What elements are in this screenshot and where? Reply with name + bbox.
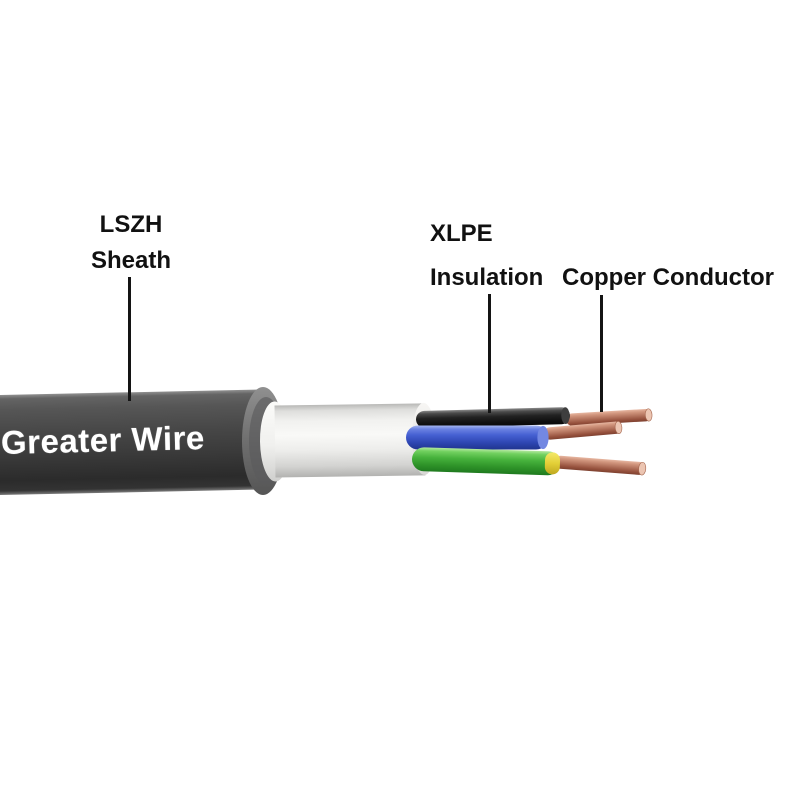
blue-core-end-cap: [537, 425, 549, 450]
outer-sheath: [0, 389, 263, 496]
brand-print: Greater Wire: [0, 419, 206, 461]
black-core-end-cap: [561, 407, 570, 425]
copper-end-face-top: [644, 408, 653, 422]
leader-line-conductor: [600, 295, 603, 412]
label-xlpe-line1: XLPE: [430, 220, 493, 247]
label-xlpe-line2: Insulation: [430, 264, 544, 291]
label-xlpe-insulation: XLPE Insulation: [430, 221, 543, 290]
earth-yellow-ring: [544, 452, 561, 475]
label-lszh-sheath: LSZH Sheath: [41, 212, 221, 273]
leader-line-insulation: [488, 294, 491, 413]
label-lszh-line2: Sheath: [90, 247, 171, 274]
copper-conductor-bottom: [553, 455, 647, 476]
copper-end-face-middle: [614, 420, 623, 434]
copper-conductor-top: [565, 408, 653, 426]
blue-core: [406, 425, 549, 450]
black-core: [415, 407, 570, 428]
leader-line-sheath: [128, 277, 131, 401]
label-copper-conductor: Copper Conductor: [562, 264, 774, 291]
copper-end-face-bottom: [638, 461, 647, 476]
label-lszh-line1: LSZH: [99, 211, 163, 238]
copper-conductor-middle: [543, 420, 623, 440]
green-yellow-core: [411, 447, 561, 476]
